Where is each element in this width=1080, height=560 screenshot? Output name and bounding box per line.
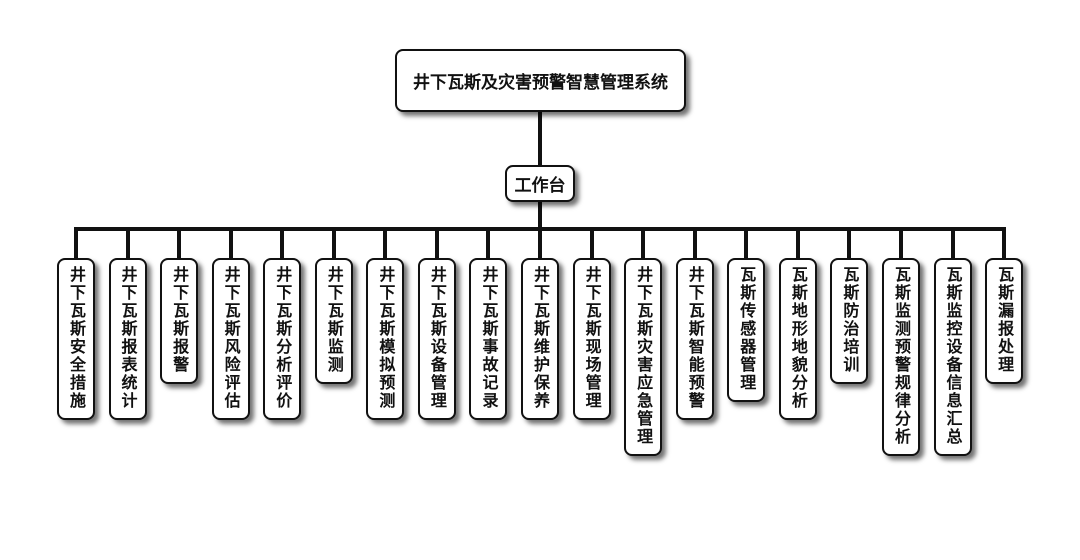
child-node: 井下瓦斯安全措施 bbox=[57, 258, 95, 420]
connector-child bbox=[280, 229, 285, 259]
child-node: 井下瓦斯报警 bbox=[160, 258, 199, 384]
child-label: 井下瓦斯事故记录 bbox=[479, 266, 499, 410]
connector-child bbox=[331, 229, 336, 259]
connector-child bbox=[1002, 229, 1007, 259]
child-label: 瓦斯传感器管理 bbox=[737, 266, 757, 392]
child-label: 瓦斯地形地貌分析 bbox=[788, 266, 808, 410]
child-node: 瓦斯地形地貌分析 bbox=[778, 258, 817, 420]
connector-hub-bus bbox=[538, 202, 542, 230]
child-label: 井下瓦斯监测 bbox=[324, 266, 344, 374]
connector-child bbox=[744, 229, 749, 259]
child-label: 井下瓦斯风险评估 bbox=[221, 266, 241, 410]
connector-child bbox=[434, 229, 439, 259]
connector-child bbox=[486, 229, 491, 259]
child-node: 井下瓦斯现场管理 bbox=[572, 258, 611, 420]
connector-child bbox=[898, 229, 903, 259]
connector-child bbox=[589, 229, 594, 259]
connector-child bbox=[795, 229, 800, 259]
connector-child bbox=[228, 229, 233, 259]
child-node: 井下瓦斯风险评估 bbox=[211, 258, 250, 420]
child-node: 井下瓦斯维护保养 bbox=[521, 258, 560, 420]
child-label: 井下瓦斯报警 bbox=[170, 266, 190, 374]
connector-child bbox=[847, 229, 852, 259]
child-node: 井下瓦斯分析评价 bbox=[263, 258, 302, 420]
child-node: 瓦斯监控设备信息汇总 bbox=[933, 258, 972, 456]
connector-child bbox=[950, 229, 955, 259]
child-label: 井下瓦斯灾害应急管理 bbox=[634, 266, 654, 446]
child-label: 瓦斯监控设备信息汇总 bbox=[943, 266, 963, 446]
child-label: 井下瓦斯安全措施 bbox=[67, 266, 86, 410]
connector-child bbox=[692, 229, 697, 259]
child-node: 瓦斯传感器管理 bbox=[727, 258, 766, 402]
connector-child bbox=[538, 229, 543, 259]
child-node: 井下瓦斯智能预警 bbox=[675, 258, 714, 420]
child-label: 井下瓦斯报表统计 bbox=[118, 266, 138, 410]
hub-label: 工作台 bbox=[514, 176, 566, 196]
connector-child bbox=[74, 229, 78, 259]
child-label: 瓦斯监测预警规律分析 bbox=[891, 266, 911, 446]
child-node: 瓦斯漏报处理 bbox=[985, 258, 1024, 384]
child-node: 瓦斯防治培训 bbox=[830, 258, 869, 384]
child-node: 井下瓦斯监测 bbox=[314, 258, 353, 384]
connector-child bbox=[641, 229, 646, 259]
connector-child bbox=[125, 229, 130, 259]
child-label: 井下瓦斯维护保养 bbox=[531, 266, 551, 410]
child-node: 瓦斯监测预警规律分析 bbox=[881, 258, 920, 456]
child-node: 井下瓦斯报表统计 bbox=[108, 258, 147, 420]
child-node: 井下瓦斯灾害应急管理 bbox=[624, 258, 663, 456]
child-label: 井下瓦斯分析评价 bbox=[273, 266, 293, 410]
child-label: 井下瓦斯现场管理 bbox=[582, 266, 602, 410]
connector-child bbox=[177, 229, 182, 259]
child-node: 井下瓦斯设备管理 bbox=[417, 258, 456, 420]
connector-root-hub bbox=[538, 112, 542, 165]
child-label: 井下瓦斯智能预警 bbox=[685, 266, 705, 410]
child-label: 瓦斯防治培训 bbox=[840, 266, 860, 374]
child-label: 瓦斯漏报处理 bbox=[995, 266, 1015, 374]
hub-node: 工作台 bbox=[505, 165, 575, 202]
child-label: 井下瓦斯设备管理 bbox=[427, 266, 447, 410]
root-node: 井下瓦斯及灾害预警智慧管理系统 bbox=[395, 49, 686, 112]
child-label: 井下瓦斯模拟预测 bbox=[376, 266, 396, 410]
root-label: 井下瓦斯及灾害预警智慧管理系统 bbox=[413, 73, 668, 93]
connector-child bbox=[383, 229, 388, 259]
child-node: 井下瓦斯模拟预测 bbox=[366, 258, 405, 420]
child-node: 井下瓦斯事故记录 bbox=[469, 258, 508, 420]
